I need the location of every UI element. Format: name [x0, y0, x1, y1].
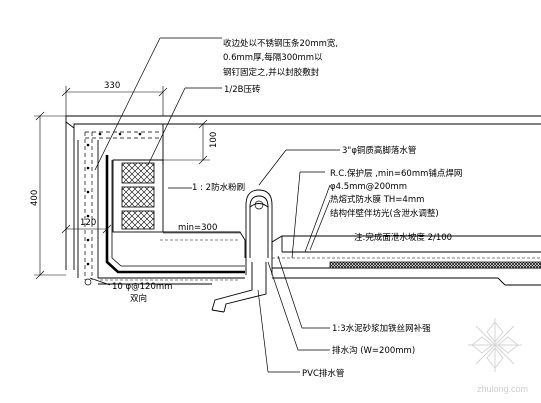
roof-slab [98, 231, 541, 286]
dimension-400: 400 [30, 190, 40, 206]
rebar-dots [86, 132, 142, 266]
parapet-rebar [84, 131, 160, 280]
drain-gutter [211, 189, 273, 313]
note-rc-layer: R.C.保护层 ,min=60mm铺点焊网 [330, 168, 462, 179]
note-rebar: 10 φ@120mm [112, 282, 172, 292]
note-pvc-pipe: PVC排水管 [302, 368, 344, 379]
note-waterproof-render: 1 : 2防水粉刷 [192, 182, 245, 193]
brick-wall [112, 159, 164, 233]
dimension-330: 330 [104, 81, 120, 91]
note-downpipe: 3"φ铜质高脚落水管 [342, 145, 416, 156]
reference-marker [84, 278, 92, 286]
annotation-texts: 收边处以不锈钢压条20mm宽, 0.6mm厚,每隔300mm以 钢钉固定之,并以… [112, 38, 462, 379]
watermark-logo [468, 318, 522, 372]
dimension-100: 100 [209, 132, 219, 148]
note-edge-trim-2: 0.6mm厚,每隔300mm以 [223, 52, 323, 63]
note-membrane: 热熔式防水膜 TH=4mm [330, 194, 424, 205]
note-min-300: min=300 [178, 223, 217, 233]
slope-lines [100, 239, 240, 281]
note-cement-mortar: 1:3水泥砂浆加铁丝网补强 [332, 323, 431, 334]
dimension-120: 120 [80, 218, 96, 228]
note-slope: 注:完成面泄水坡度 2/100 [354, 232, 452, 243]
waterproof-membrane [105, 155, 245, 274]
protection-mesh-strip [329, 261, 541, 269]
note-structure: 结构伴壁伴坊光(含泄水调整) [330, 208, 439, 219]
note-rebar-bidirectional: 双向 [130, 293, 147, 304]
watermark-text: zhulong.com [477, 384, 528, 394]
note-edge-trim-3: 钢钉固定之,并以封胶敷封 [223, 67, 320, 78]
dimension-lines [34, 86, 240, 280]
note-brick: 1/2B压砖 [224, 84, 261, 95]
note-weld-mesh: φ4.5mm@200mm [330, 182, 407, 192]
dimension-texts: 330 100 400 120 [30, 81, 219, 228]
note-drain-channel: 排水沟 (W=200mm) [332, 345, 415, 356]
leader-lines [89, 37, 340, 373]
note-edge-trim-1: 收边处以不锈钢压条20mm宽, [223, 38, 338, 49]
